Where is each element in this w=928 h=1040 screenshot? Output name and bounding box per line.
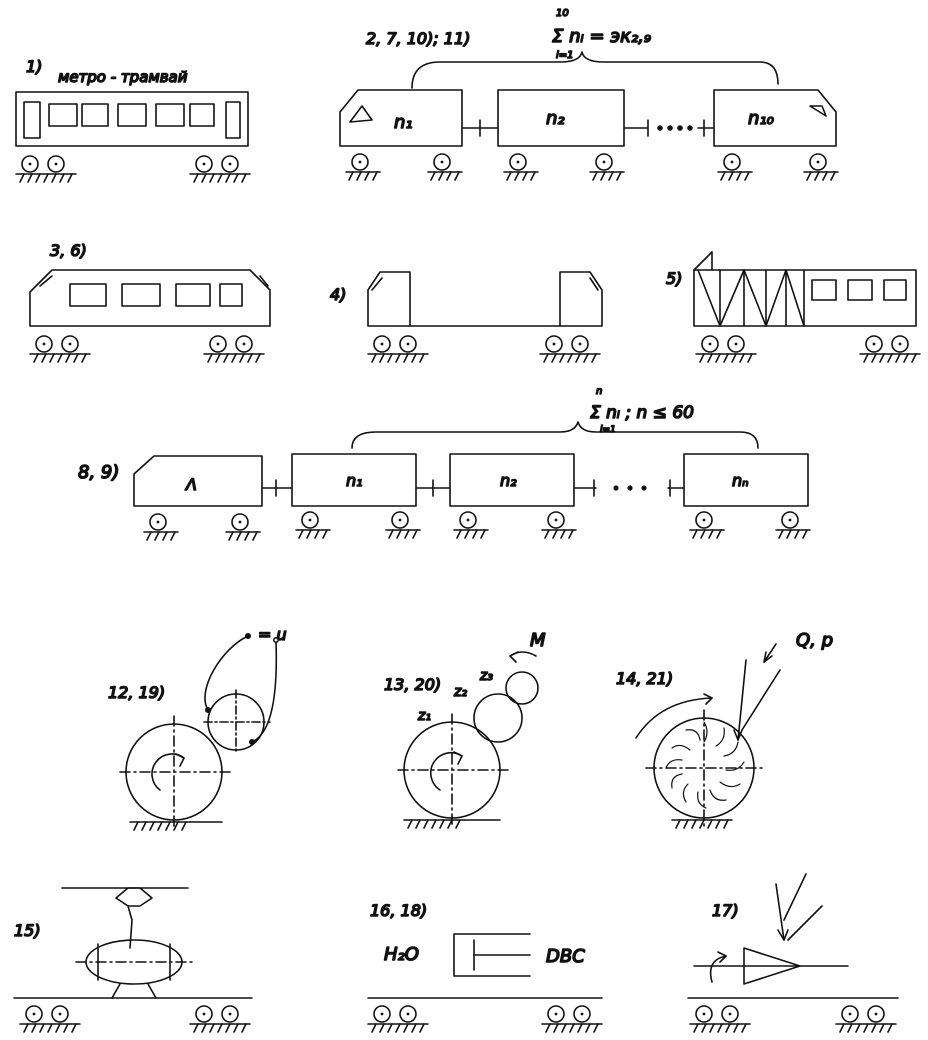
- gear-z2: [473, 693, 523, 743]
- pantograph: [115, 887, 153, 907]
- brace: [351, 421, 759, 449]
- car-n1-label: n₁: [394, 112, 413, 133]
- locomotive: [133, 455, 263, 507]
- scheme-13-label: 13, 20): [384, 675, 441, 694]
- torque-label: M: [530, 630, 546, 651]
- scheme-2-label: 2, 7, 10); 11): [366, 29, 470, 48]
- brace: [411, 51, 779, 89]
- scheme-14-label: 14, 21): [616, 669, 673, 688]
- car-n1: [291, 453, 417, 507]
- head-car: [339, 89, 463, 147]
- scheme-4-label: 4): [330, 285, 346, 304]
- cylinder: [453, 933, 531, 977]
- scheme-14-turbine: 14, 21) Q, p: [615, 629, 834, 829]
- scheme-5-label: 5): [666, 269, 682, 288]
- water-label: H₂O: [384, 944, 419, 965]
- scheme-13-gears: 13, 20) z₁ z₂ z₃ M: [383, 629, 547, 829]
- car-body: [693, 269, 917, 327]
- scheme-15-label: 15): [14, 921, 41, 940]
- engine-label: DBC: [546, 946, 585, 967]
- scheme-8-sum: Σ nᵢ ; n ≤ 60: [590, 403, 694, 423]
- sum-bottom: i=1: [556, 50, 574, 61]
- tail-car: [713, 89, 837, 147]
- car-n1-label: n₁: [346, 471, 363, 490]
- sum-top: 10: [556, 8, 569, 19]
- car-n10-label: n₁₀: [748, 108, 774, 129]
- car-body: [29, 269, 271, 327]
- z2-label: z₂: [453, 684, 467, 700]
- scheme-1-caption: метро - трамвай: [58, 68, 188, 86]
- scheme-12-wheels: 12, 19) = u: [107, 624, 287, 831]
- scheme-2-sum: Σ nᵢ = эк₂,₉: [552, 26, 651, 47]
- z3-label: z₃: [479, 668, 493, 684]
- scheme-3-label: 3, 6): [50, 241, 87, 260]
- sum-top: n: [596, 386, 602, 397]
- scheme-16-cylinder: 16, 18) H₂O DBC: [367, 900, 603, 1032]
- scheme-15-vehicle: 15): [13, 887, 253, 1032]
- scheme-3-train: 3, 6): [29, 240, 271, 362]
- scheme-5-train: 5): [665, 251, 920, 362]
- scheme-4-flatcar: 4): [329, 271, 603, 362]
- car-nn: [683, 453, 809, 507]
- loco-label: Λ: [184, 475, 197, 494]
- flow-label: Q, p: [796, 630, 833, 651]
- z1-label: z₁: [417, 708, 431, 724]
- middle-car: [497, 89, 625, 147]
- scheme-1-metro-tram: 1) метро - трамвай: [15, 56, 250, 182]
- car-nn-label: nₙ: [732, 471, 749, 490]
- nozzle: [743, 947, 801, 985]
- cab-left: [367, 271, 411, 327]
- cab-right: [559, 271, 603, 327]
- sum-bottom: i=1: [600, 425, 616, 435]
- scheme-12-label: 12, 19): [108, 683, 165, 702]
- scheme-8-train: 8, 9) n i=1 Σ nᵢ ; n ≤ 60 Λ n₁ n₂ nₙ: [77, 385, 810, 540]
- car-n2-label: n₂: [546, 108, 565, 129]
- car-n2: [449, 453, 575, 507]
- scheme-16-label: 16, 18): [370, 901, 427, 920]
- car-body: [15, 91, 249, 147]
- scheme-2-train: 2, 7, 10); 11) 10 i=1 Σ nᵢ = эк₂,₉ n₁ n₂…: [339, 7, 838, 180]
- voltage-label: = u: [258, 625, 287, 644]
- scheme-17-nozzle: 17): [687, 873, 899, 1032]
- scheme-17-label: 17): [712, 901, 739, 920]
- scheme-8-label: 8, 9): [78, 462, 119, 483]
- gear-z3: [505, 671, 539, 705]
- car-n2-label: n₂: [500, 471, 517, 490]
- scheme-1-label: 1): [26, 57, 42, 76]
